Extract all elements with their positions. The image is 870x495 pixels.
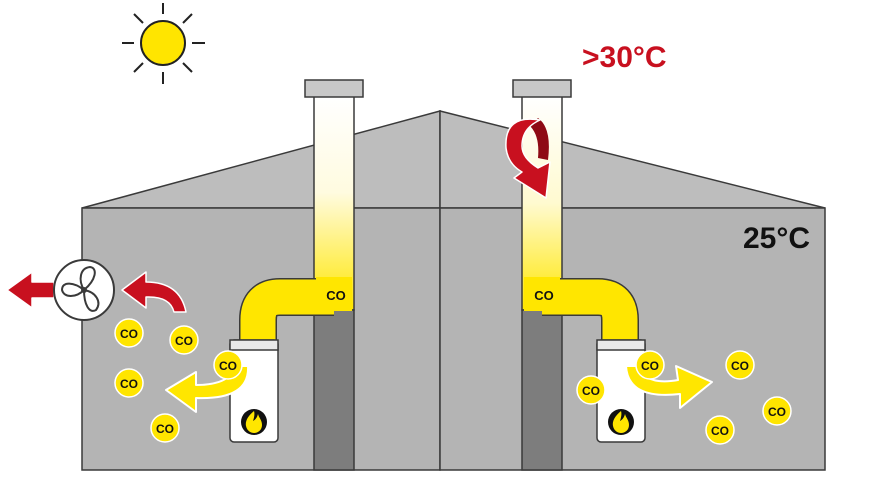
svg-text:CO: CO: [711, 424, 729, 438]
svg-text:CO: CO: [120, 377, 138, 391]
svg-text:CO: CO: [175, 334, 193, 348]
arrow-left-icon: [6, 271, 55, 309]
co-label: CO: [534, 288, 554, 303]
svg-text:CO: CO: [582, 384, 600, 398]
svg-text:CO: CO: [641, 359, 659, 373]
chimney-cap: [304, 79, 364, 98]
roof-right: [439, 110, 826, 209]
left-flue-pipe: [239, 277, 352, 344]
chimney-core: [521, 309, 563, 471]
co-bubble: CO: [762, 396, 792, 426]
right-chimney: [512, 79, 572, 471]
flame-icon: [608, 409, 634, 435]
svg-text:CO: CO: [731, 359, 749, 373]
svg-text:CO: CO: [156, 422, 174, 436]
sun-icon: [122, 3, 205, 84]
co-bubble: CO: [150, 413, 180, 443]
co-bubble: CO: [576, 375, 606, 405]
chimney-cap: [512, 79, 572, 98]
outside-temperature-label: >30°C: [582, 41, 667, 74]
co-bubble: CO: [213, 350, 243, 380]
arrow-exhaust-curved: [121, 271, 187, 313]
co-bubble: CO: [635, 350, 665, 380]
house: [81, 110, 826, 471]
co-bubble: CO: [114, 318, 144, 348]
flame-icon: [241, 409, 267, 435]
chimney-core: [313, 309, 355, 471]
co-bubble: CO: [725, 350, 755, 380]
svg-text:CO: CO: [768, 405, 786, 419]
svg-text:CO: CO: [120, 327, 138, 341]
left-chimney: [304, 79, 364, 471]
svg-text:CO: CO: [219, 359, 237, 373]
co-bubble: CO: [114, 368, 144, 398]
co-bubble: CO: [169, 325, 199, 355]
right-flue-pipe: [524, 277, 639, 344]
co-label: CO: [326, 288, 346, 303]
roof-left: [81, 110, 441, 209]
curved-arrow-down-icon: [505, 118, 551, 199]
inside-temperature-label: 25°C: [743, 222, 810, 255]
fan-icon: [53, 259, 115, 321]
co-bubble: CO: [705, 415, 735, 445]
